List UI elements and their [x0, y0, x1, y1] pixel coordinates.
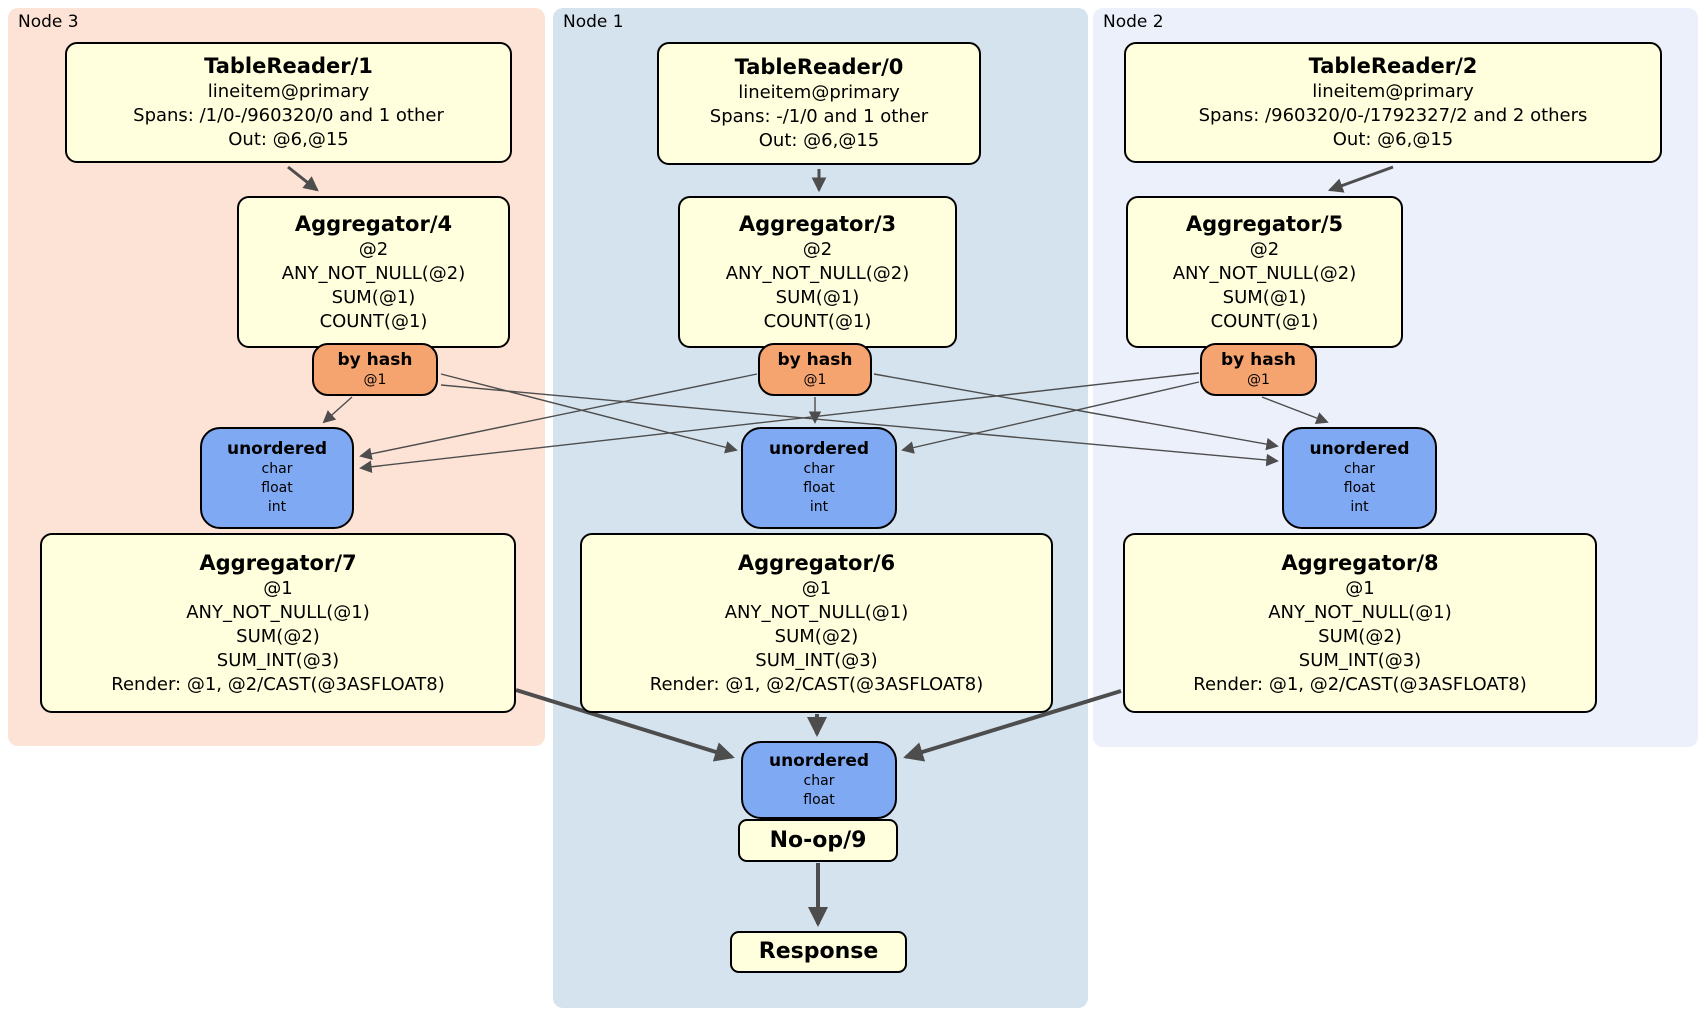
- unordered-sync-6-col2: float: [803, 480, 835, 496]
- noop-9-box: No-op/9: [738, 819, 898, 862]
- cluster-node2-label: Node 2: [1103, 12, 1164, 32]
- aggregator-7-fn1: ANY_NOT_NULL(@1): [186, 601, 370, 623]
- hash-router-5: by hash @1: [1200, 343, 1317, 396]
- aggregator-8-render: Render: @1, @2/CAST(@3ASFLOAT8): [1193, 673, 1527, 695]
- unordered-sync-6-col3: int: [809, 499, 829, 515]
- aggregator-8-fn3: SUM_INT(@3): [1298, 649, 1422, 671]
- hash-router-4-label: by hash: [337, 349, 413, 370]
- aggregator-6-box: Aggregator/6 @1 ANY_NOT_NULL(@1) SUM(@2)…: [580, 533, 1053, 713]
- aggregator-7-fn3: SUM_INT(@3): [216, 649, 340, 671]
- response-box: Response: [730, 931, 907, 973]
- tablereader-0-index: lineitem@primary: [738, 82, 900, 103]
- tablereader-1-index: lineitem@primary: [207, 81, 370, 102]
- aggregator-4-group: @2: [358, 238, 389, 260]
- cluster-node1-label: Node 1: [563, 12, 624, 32]
- aggregator-4-fn2: SUM(@1): [331, 286, 416, 308]
- aggregator-5-fn1: ANY_NOT_NULL(@2): [1172, 262, 1357, 284]
- hash-router-4: by hash @1: [312, 343, 438, 396]
- tablereader-1-title: TableReader/1: [204, 54, 373, 78]
- aggregator-4-title: Aggregator/4: [294, 211, 453, 236]
- edge-tablereader-to-aggregator: [287, 165, 1394, 193]
- tablereader-2-index: lineitem@primary: [1312, 81, 1474, 102]
- tablereader-1-spans: Spans: /1/0-/960320/0 and 1 other: [133, 105, 444, 126]
- edge-final-flow: [515, 688, 1122, 927]
- tablereader-0-title: TableReader/0: [734, 55, 904, 79]
- aggregator-3-box: Aggregator/3 @2 ANY_NOT_NULL(@2) SUM(@1)…: [678, 196, 957, 348]
- hash-router-5-key: @1: [1247, 371, 1270, 388]
- aggregator-4-fn1: ANY_NOT_NULL(@2): [281, 262, 466, 284]
- aggregator-8-fn2: SUM(@2): [1318, 625, 1402, 647]
- aggregator-7-title: Aggregator/7: [199, 550, 357, 575]
- aggregator-6-fn3: SUM_INT(@3): [755, 649, 878, 671]
- aggregator-5-fn2: SUM(@1): [1222, 286, 1307, 308]
- tablereader-2-box: TableReader/2 lineitem@primary Spans: /9…: [1124, 42, 1662, 163]
- unordered-sync-6-label: unordered: [768, 439, 870, 459]
- hash-router-3: by hash @1: [758, 343, 872, 396]
- unordered-sync-7: unordered char float int: [200, 427, 354, 529]
- unordered-sync-final-col1: char: [803, 772, 835, 789]
- tablereader-2-spans: Spans: /960320/0-/1792327/2 and 2 others: [1198, 105, 1588, 126]
- response-title: Response: [758, 939, 879, 964]
- unordered-sync-7-col1: char: [261, 461, 293, 477]
- tablereader-1-out: Out: @6,@15: [228, 129, 349, 150]
- aggregator-3-fn3: COUNT(@1): [763, 310, 872, 332]
- unordered-sync-final-label: unordered: [768, 750, 870, 771]
- tablereader-2-out: Out: @6,@15: [1332, 129, 1454, 150]
- tablereader-0-box: TableReader/0 lineitem@primary Spans: -/…: [657, 42, 981, 165]
- aggregator-7-group: @1: [263, 577, 293, 599]
- aggregator-7-box: Aggregator/7 @1 ANY_NOT_NULL(@1) SUM(@2)…: [40, 533, 516, 713]
- hash-router-3-label: by hash: [777, 349, 853, 370]
- unordered-sync-7-col2: float: [261, 480, 293, 496]
- aggregator-3-fn2: SUM(@1): [775, 286, 860, 308]
- unordered-sync-6-col1: char: [803, 461, 835, 477]
- aggregator-7-render: Render: @1, @2/CAST(@3ASFLOAT8): [111, 673, 445, 695]
- unordered-sync-final: unordered char float: [741, 741, 897, 819]
- aggregator-8-title: Aggregator/8: [1281, 550, 1439, 575]
- unordered-sync-8-col2: float: [1343, 480, 1376, 496]
- unordered-sync-7-col3: int: [267, 499, 287, 515]
- aggregator-5-title: Aggregator/5: [1185, 211, 1344, 236]
- aggregator-3-fn1: ANY_NOT_NULL(@2): [725, 262, 910, 284]
- unordered-sync-8-label: unordered: [1309, 439, 1410, 459]
- tablereader-0-spans: Spans: -/1/0 and 1 other: [709, 106, 929, 127]
- aggregator-6-render: Render: @1, @2/CAST(@3ASFLOAT8): [649, 673, 984, 695]
- aggregator-7-fn2: SUM(@2): [236, 625, 320, 647]
- hash-router-3-key: @1: [803, 371, 827, 388]
- aggregator-8-box: Aggregator/8 @1 ANY_NOT_NULL(@1) SUM(@2)…: [1123, 533, 1597, 713]
- unordered-sync-8-col3: int: [1350, 499, 1369, 515]
- edge-hash-router-streams: [322, 372, 1329, 474]
- aggregator-3-title: Aggregator/3: [738, 211, 897, 236]
- aggregator-4-fn3: COUNT(@1): [319, 310, 428, 332]
- aggregator-5-group: @2: [1249, 238, 1280, 260]
- unordered-sync-6: unordered char float int: [741, 427, 897, 529]
- cluster-node3-label: Node 3: [18, 12, 79, 32]
- unordered-sync-8-col1: char: [1344, 461, 1375, 477]
- aggregator-8-group: @1: [1345, 577, 1375, 599]
- aggregator-6-fn2: SUM(@2): [774, 625, 859, 647]
- aggregator-4-box: Aggregator/4 @2 ANY_NOT_NULL(@2) SUM(@1)…: [237, 196, 510, 348]
- noop-9-title: No-op/9: [769, 827, 867, 853]
- hash-router-5-label: by hash: [1221, 349, 1296, 370]
- aggregator-6-title: Aggregator/6: [737, 550, 896, 575]
- aggregator-3-group: @2: [802, 238, 833, 260]
- aggregator-5-fn3: COUNT(@1): [1210, 310, 1319, 332]
- aggregator-6-group: @1: [801, 577, 832, 599]
- unordered-sync-8: unordered char float int: [1282, 427, 1437, 529]
- tablereader-0-out: Out: @6,@15: [758, 130, 880, 151]
- unordered-sync-final-col2: float: [803, 791, 835, 808]
- hash-router-4-key: @1: [363, 371, 387, 388]
- aggregator-5-box: Aggregator/5 @2 ANY_NOT_NULL(@2) SUM(@1)…: [1126, 196, 1403, 348]
- unordered-sync-7-label: unordered: [226, 439, 328, 459]
- tablereader-1-box: TableReader/1 lineitem@primary Spans: /1…: [65, 42, 512, 163]
- aggregator-8-fn1: ANY_NOT_NULL(@1): [1268, 601, 1452, 623]
- tablereader-2-title: TableReader/2: [1308, 54, 1478, 78]
- aggregator-6-fn1: ANY_NOT_NULL(@1): [724, 601, 909, 623]
